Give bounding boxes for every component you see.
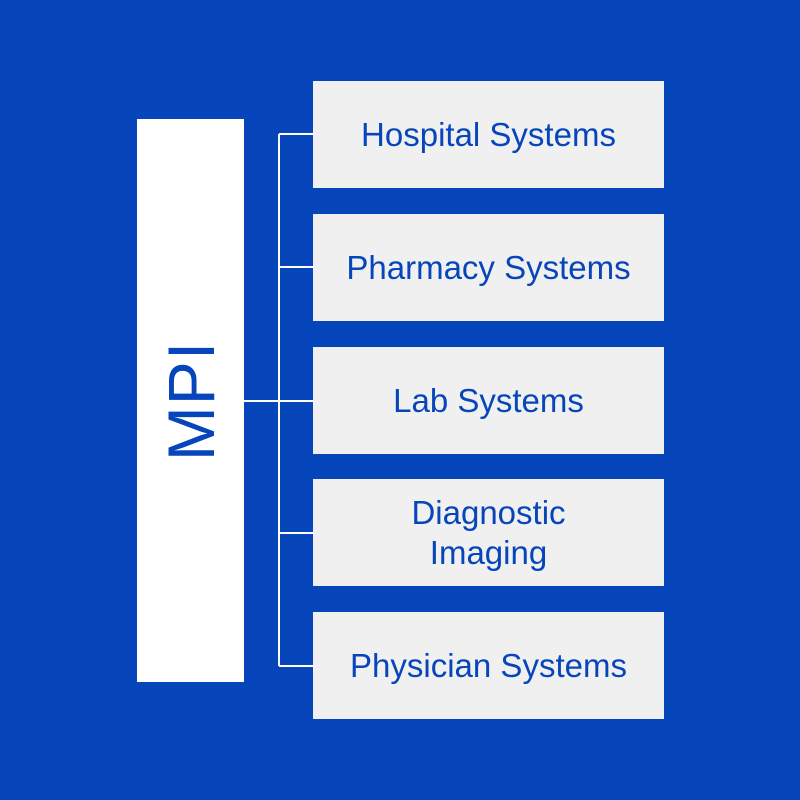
system-label-imaging: Diagnostic Imaging [411, 493, 566, 571]
mpi-block: MPI [137, 119, 244, 682]
system-box-lab: Lab Systems [313, 347, 664, 454]
system-box-physician: Physician Systems [313, 612, 664, 719]
system-label-pharmacy: Pharmacy Systems [346, 248, 631, 286]
system-box-pharmacy: Pharmacy Systems [313, 214, 664, 321]
system-label-lab: Lab Systems [393, 381, 584, 419]
mpi-label: MPI [153, 340, 228, 461]
system-label-hospital: Hospital Systems [361, 115, 616, 153]
system-box-hospital: Hospital Systems [313, 81, 664, 188]
system-label-physician: Physician Systems [350, 646, 627, 684]
system-box-imaging: Diagnostic Imaging [313, 479, 664, 586]
